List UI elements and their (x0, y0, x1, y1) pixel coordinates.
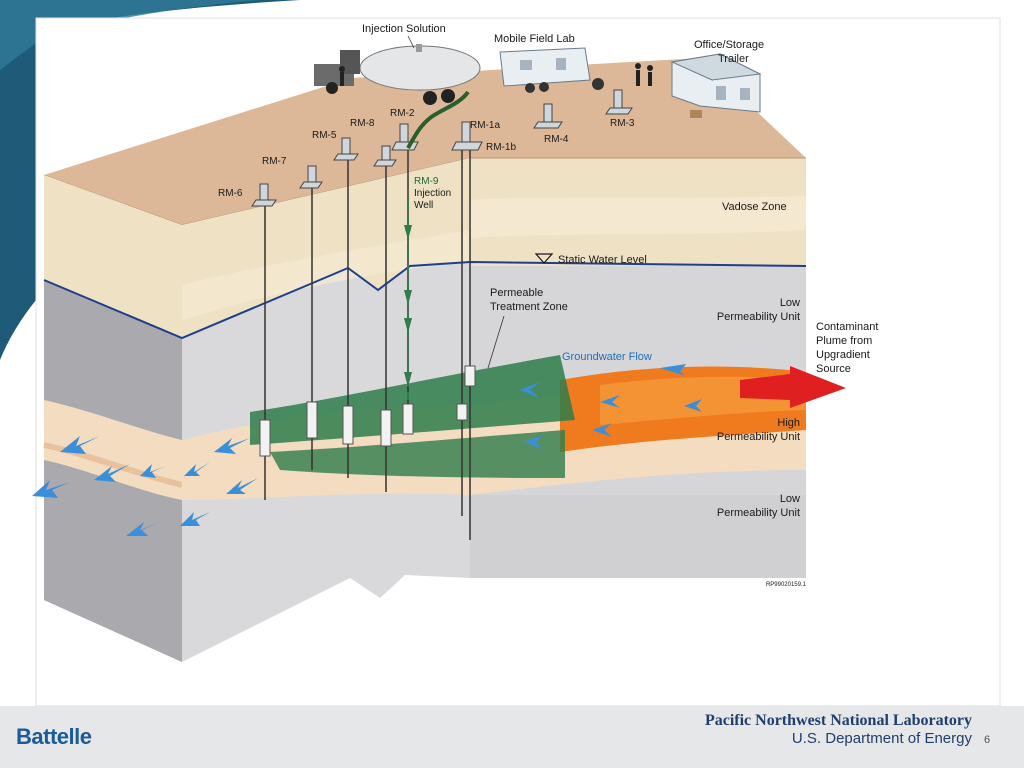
injection-hose (406, 90, 470, 149)
label-rm9-3: Well (414, 200, 433, 211)
permeable-treatment-zone (250, 355, 575, 445)
doe-name: U.S. Department of Energy (791, 730, 972, 747)
figure-id: RP99020159.1 (766, 582, 807, 588)
label-rm7: RM-7 (262, 156, 287, 167)
vadose-zone-left-side (44, 175, 182, 338)
label-plume-3: Upgradient (816, 349, 870, 361)
label-rm6: RM-6 (218, 188, 243, 199)
label-rm8: RM-8 (350, 118, 375, 129)
label-office-storage-1: Office/Storage (694, 39, 764, 51)
label-plume-2: Plume from (816, 335, 872, 347)
battelle-logo: Battelle (16, 724, 92, 749)
label-low-perm-upper-1: Low (780, 297, 800, 309)
label-rm9-1: RM-9 (414, 176, 439, 187)
label-static-water-level: Static Water Level (558, 254, 647, 266)
label-rm3: RM-3 (610, 118, 635, 129)
field-workers (339, 63, 653, 86)
label-vadose-zone: Vadose Zone (722, 201, 787, 213)
label-high-perm-1: High (777, 417, 800, 429)
well-heads (251, 89, 633, 207)
pnnl-name: Pacific Northwest National Laboratory (704, 712, 972, 729)
label-rm2: RM-2 (390, 108, 415, 119)
label-office-storage-2: Trailer (718, 53, 749, 65)
label-plume-4: Source (816, 363, 851, 375)
label-low-perm-lower-2: Permeability Unit (717, 507, 800, 519)
well-screens (259, 365, 476, 457)
label-rm9-2: Injection (414, 188, 451, 199)
label-permeable-treatment-2: Treatment Zone (490, 301, 568, 313)
label-plume-1: Contaminant (816, 321, 878, 333)
office-storage-trailer (670, 53, 762, 118)
label-high-perm-2: Permeability Unit (717, 431, 800, 443)
label-rm5: RM-5 (312, 130, 337, 141)
label-injection-solution: Injection Solution (362, 23, 446, 35)
groundwater-flow-arrows (32, 364, 720, 536)
label-rm1a: RM-1a (470, 120, 500, 131)
label-low-perm-upper-2: Permeability Unit (717, 311, 800, 323)
static-water-table-line (43, 260, 807, 340)
label-low-perm-lower-1: Low (780, 493, 800, 505)
label-permeable-treatment-1: Permeable (490, 287, 543, 299)
mobile-field-lab (499, 47, 604, 93)
water-level-symbol (534, 253, 554, 264)
label-groundwater-flow: Groundwater Flow (562, 351, 652, 363)
label-rm4: RM-4 (544, 134, 569, 145)
label-rm1b: RM-1b (486, 142, 516, 153)
contaminant-source-arrow (740, 366, 846, 408)
label-mobile-field-lab: Mobile Field Lab (494, 33, 575, 45)
page-number: 6 (984, 734, 991, 746)
